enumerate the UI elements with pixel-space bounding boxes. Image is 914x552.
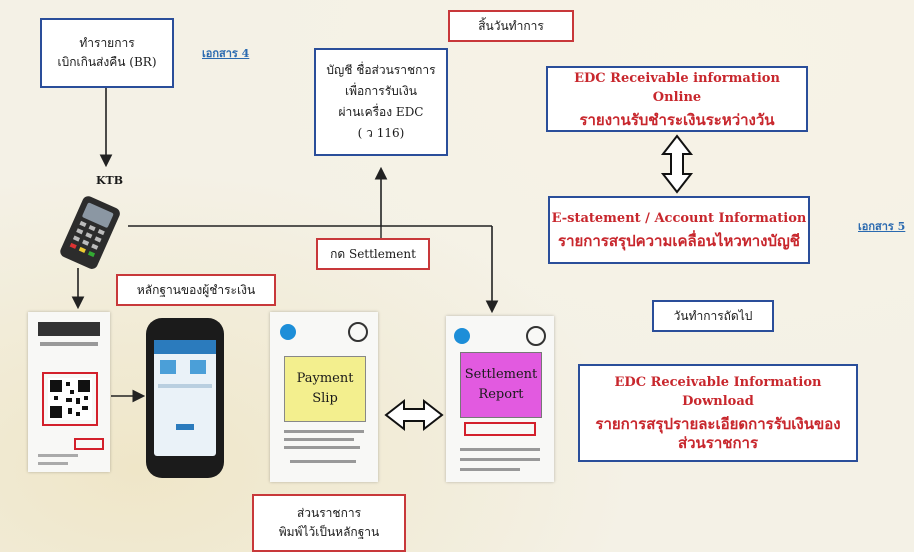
report-text-line-1 (460, 448, 540, 451)
slip-text-line-3 (284, 446, 360, 449)
phone-app-icon-1 (160, 360, 176, 374)
edc-online-box: EDC Receivable information Online รายงาน… (546, 66, 808, 132)
phone-app-icon-2 (190, 360, 206, 374)
double-arrow-online-estatement (660, 134, 694, 194)
payment-slip-panel: Payment Slip (284, 356, 366, 422)
payer-evidence-label: หลักฐานของผู้ชำระเงิน (136, 282, 256, 297)
br-transaction-box: ทำรายการ เบิกเกินส่งคืน (BR) (40, 18, 174, 88)
print-evidence-box: ส่วนราชการ พิมพ์ไว้เป็นหลักฐาน (252, 494, 406, 552)
ktb-logo-icon-2 (454, 328, 470, 344)
next-day-label: วันทำการถัดไป (673, 308, 753, 323)
amount-highlight (74, 438, 104, 450)
account-box: บัญชี ชื่อส่วนราชการ เพื่อการรับเงิน ผ่า… (314, 48, 448, 156)
payer-receipt (28, 312, 110, 472)
account-line3: ผ่านเครื่อง EDC (338, 105, 424, 119)
payment-slip-line2: Slip (312, 391, 338, 406)
settlement-label: กด Settlement (330, 246, 416, 261)
account-line4: ( ว 116) (357, 126, 405, 140)
double-arrow-slip-report (384, 398, 444, 432)
receipt-text-lines (38, 454, 78, 457)
estatement-line2: รายการสรุปความเคลื่อนไหวทางบัญชี (558, 232, 800, 250)
settlement-box: กด Settlement (316, 238, 430, 270)
account-line2: เพื่อการรับเงิน (345, 84, 417, 98)
phone-screen (154, 340, 216, 456)
br-line1: ทำรายการ (79, 36, 135, 50)
receipt-text-lines-2 (38, 462, 68, 465)
edc-download-line2: รายการสรุปรายละเอียดการรับเงินของ (595, 415, 841, 433)
emblem-icon-2 (526, 326, 546, 346)
end-of-day-label: สิ้นวันทำการ (478, 18, 544, 33)
slip-text-line-2 (284, 438, 354, 441)
estatement-box: E-statement / Account Information รายการ… (548, 196, 810, 264)
edc-terminal-icon (60, 196, 120, 269)
payment-slip-line1: Payment (296, 371, 354, 386)
receipt-header-bar (40, 342, 98, 346)
print-evidence-line2: พิมพ์ไว้เป็นหลักฐาน (278, 525, 380, 539)
edc-online-line2: รายงานรับชำระเงินระหว่างวัน (579, 110, 775, 129)
report-text-line-2 (460, 458, 540, 461)
slip-text-line-4 (290, 460, 356, 463)
next-day-box: วันทำการถัดไป (652, 300, 774, 332)
settlement-report-panel: Settlement Report (460, 352, 542, 418)
edc-download-box: EDC Receivable Information Download รายก… (578, 364, 858, 462)
settlement-report-receipt: Settlement Report (446, 316, 554, 482)
report-text-line-3 (460, 468, 520, 471)
qr-code-icon (48, 378, 92, 420)
end-of-day-box: สิ้นวันทำการ (448, 10, 574, 42)
estatement-line1: E-statement / Account Information (551, 211, 807, 226)
edc-download-line3: ส่วนราชการ (677, 434, 759, 452)
payer-evidence-box: หลักฐานของผู้ชำระเงิน (116, 274, 276, 306)
payment-slip-receipt: Payment Slip (270, 312, 378, 482)
settlement-report-line2: Report (478, 387, 524, 402)
account-line1: บัญชี ชื่อส่วนราชการ (326, 63, 436, 77)
ktb-logo-icon (280, 324, 296, 340)
edc-download-line1: EDC Receivable Information Download (614, 375, 822, 409)
document-4-ref: เอกสาร 4 (202, 47, 250, 60)
emblem-icon (348, 322, 368, 342)
settlement-report-line1: Settlement (464, 367, 538, 382)
print-evidence-line1: ส่วนราชการ (296, 506, 362, 520)
mobile-phone (146, 318, 224, 478)
br-line2: เบิกเกินส่งคืน (BR) (57, 55, 157, 69)
document-5-ref: เอกสาร 5 (858, 220, 906, 233)
receipt-header-logo (38, 322, 100, 336)
ktb-label: KTB (96, 174, 124, 187)
settlement-title-highlight (464, 422, 536, 436)
phone-app-button (176, 424, 194, 430)
qr-code-highlight (42, 372, 98, 426)
phone-app-row (158, 384, 212, 388)
phone-app-header (154, 340, 216, 354)
edc-online-line1: EDC Receivable information Online (574, 70, 780, 105)
slip-text-line-1 (284, 430, 364, 433)
